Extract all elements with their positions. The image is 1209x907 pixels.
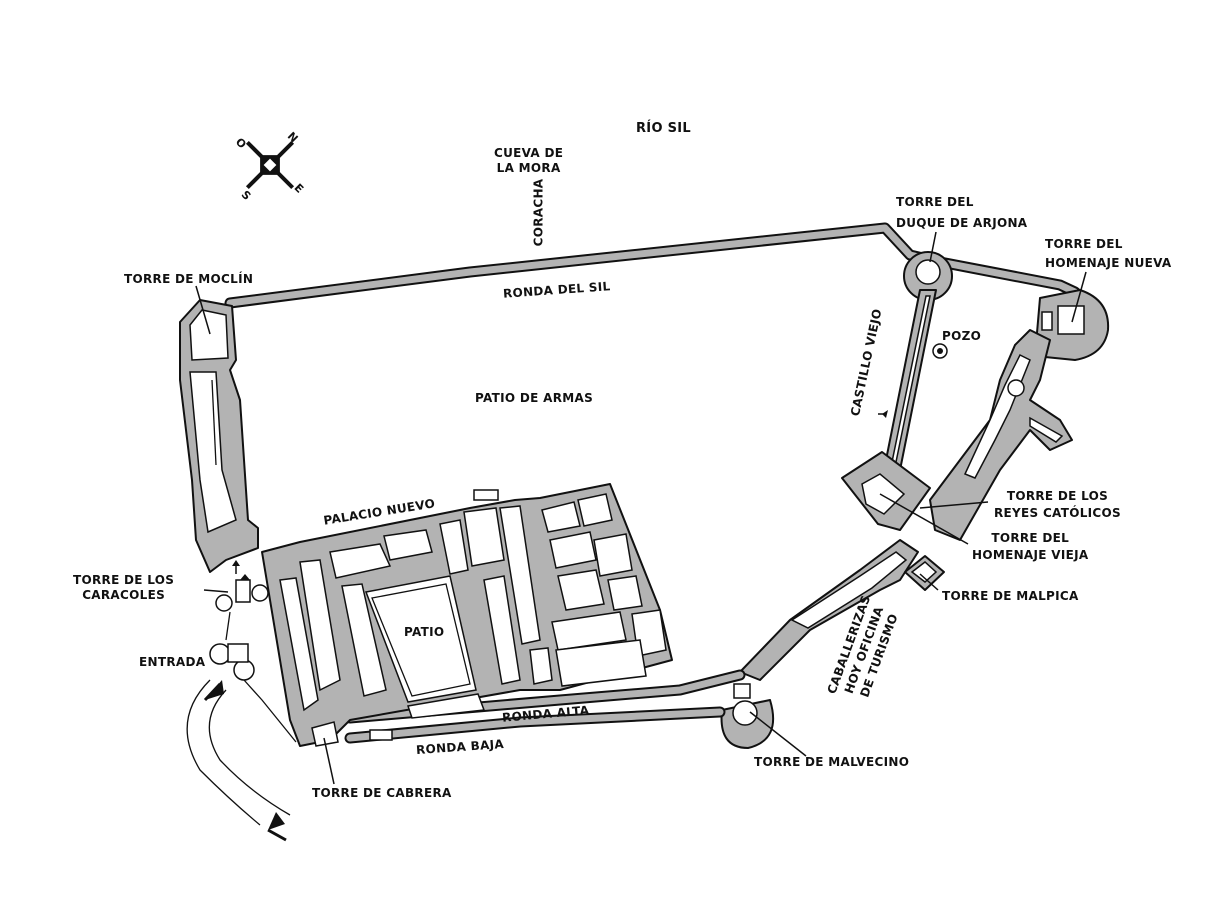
label-torre-reyes-line2: REYES CATÓLICOS xyxy=(994,506,1121,520)
outer-wall-west xyxy=(179,299,259,573)
label-cueva-de-la-mora: CUEVA DE LA MORA xyxy=(494,146,563,176)
label-torre-homenaje-vieja-line2: HOMENAJE VIEJA xyxy=(972,548,1089,562)
label-torre-homenaje-nueva: TORRE DEL HOMENAJE NUEVA xyxy=(1045,237,1172,271)
torre-homenaje-nueva xyxy=(1034,289,1110,361)
label-torre-homenaje-vieja-line1: TORRE DEL xyxy=(991,531,1070,545)
label-torre-homenaje-nueva-line1: TORRE DEL xyxy=(1045,237,1123,251)
torre-duque-arjona xyxy=(903,251,953,301)
label-torre-reyes-line1: TORRE DE LOS xyxy=(1006,489,1109,503)
entry-arrow-icon xyxy=(203,680,287,842)
label-coracha: CORACHA xyxy=(531,178,546,247)
entrada-gate xyxy=(209,611,297,743)
label-entrada: ENTRADA xyxy=(139,655,206,669)
label-cueva-line2: LA MORA xyxy=(496,161,561,175)
label-torre-cabrera: TORRE DE CABRERA xyxy=(312,786,452,800)
label-torre-homenaje-vieja: TORRE DEL HOMENAJE VIEJA xyxy=(972,531,1088,563)
label-torre-duque-line1: TORRE DEL xyxy=(896,195,974,209)
castillo-viejo-wall xyxy=(883,289,937,471)
small-arrows-icon xyxy=(232,410,888,580)
label-torre-caracoles-line1: TORRE DE LOS xyxy=(73,573,175,587)
torre-malvecino xyxy=(720,683,775,749)
torre-caracoles xyxy=(215,579,269,612)
label-torre-caracoles: TORRE DE LOS CARACOLES xyxy=(73,573,174,603)
outer-wall-north xyxy=(224,222,1081,309)
label-torre-malvecino: TORRE DE MALVECINO xyxy=(754,755,910,769)
label-torre-duque-line2: DUQUE DE ARJONA xyxy=(896,216,1028,230)
caballerizas xyxy=(739,539,945,681)
label-torre-moclin: TORRE DE MOCLÍN xyxy=(124,272,254,286)
approach-path xyxy=(186,679,291,826)
label-torre-caracoles-line2: CARACOLES xyxy=(82,588,166,602)
pozo-well-icon xyxy=(932,343,948,359)
label-torre-reyes-catolicos: TORRE DE LOS REYES CATÓLICOS xyxy=(994,489,1121,521)
label-patio-de-armas: PATIO DE ARMAS xyxy=(475,391,594,405)
label-cueva-line1: CUEVA DE xyxy=(494,146,564,160)
leader-lines xyxy=(195,231,1087,785)
torre-homenaje-vieja xyxy=(841,451,931,531)
compass-rose-icon xyxy=(245,140,295,190)
label-patio: PATIO xyxy=(404,625,445,639)
label-torre-malpica: TORRE DE MALPICA xyxy=(942,589,1079,603)
label-rio-sil: RÍO SIL xyxy=(636,121,692,136)
label-pozo: POZO xyxy=(942,329,982,343)
outer-wall-east xyxy=(929,329,1073,541)
label-torre-duque-arjona: TORRE DEL DUQUE DE ARJONA xyxy=(896,195,1027,231)
label-torre-homenaje-nueva-line2: HOMENAJE NUEVA xyxy=(1045,256,1172,270)
palacio-nuevo xyxy=(261,483,673,747)
